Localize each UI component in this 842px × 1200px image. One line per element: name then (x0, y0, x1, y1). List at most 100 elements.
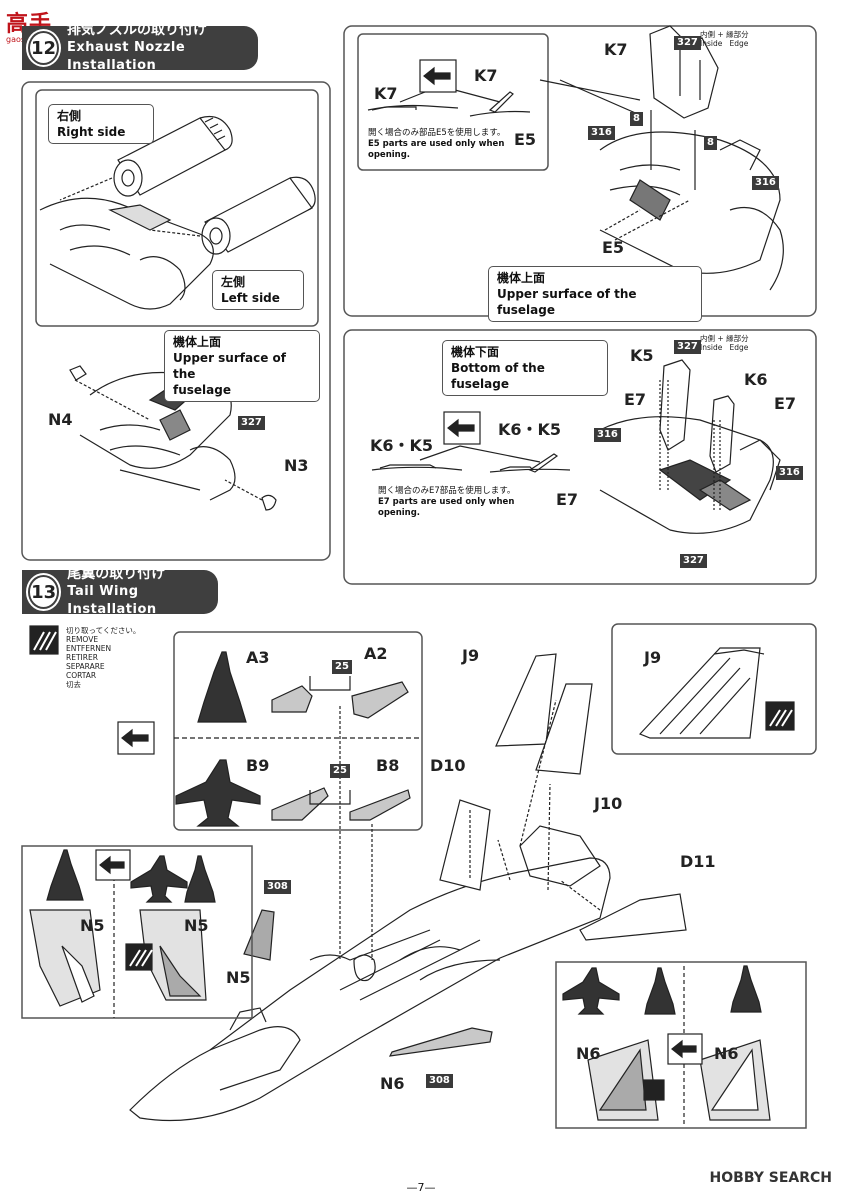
step12-title-jp: 排気ノズルの取り付け (66, 22, 207, 38)
inside-en-bottom: Inside (700, 343, 723, 352)
main-aircraft-drawing (129, 653, 687, 1122)
edge-jp-bottom: 縁部分 (726, 334, 749, 343)
left-nozzle-drawing (201, 176, 316, 255)
hobby-search-watermark: HOBBY SEARCH (709, 1170, 832, 1186)
part-a3-label: A3 (246, 648, 270, 667)
edge-en-top: Edge (729, 39, 749, 48)
e5-note-en-2: opening. (368, 150, 411, 160)
aircraft-silhouettes-step13 (175, 651, 261, 827)
upper-fuselage-callout-top: 機体上面 Upper surface of the fuselage (488, 266, 702, 322)
paint-316-bottom-right: 316 (776, 466, 803, 480)
k5-label: K5 (630, 346, 654, 365)
paint-25-tag-a: 25 (332, 660, 352, 674)
tailplane-parts-drawing (271, 676, 411, 821)
k7-label-closed: K7 (374, 84, 398, 103)
part-d10-label: D10 (430, 756, 466, 775)
inside-jp-top: 内側 (700, 30, 715, 39)
fuselage-rear-upper-drawing (39, 197, 214, 310)
screw-8-tag-a: 8 (630, 112, 643, 126)
cut-symbol-icon (29, 625, 59, 655)
k6k5-label-open: K6・K5 (498, 420, 562, 439)
e7-label-right: E7 (774, 394, 797, 413)
bottom-fuselage-en: Bottom of the fuselage (451, 361, 545, 391)
e7-note-en-1: E7 parts are used only when (378, 497, 515, 507)
open-close-symbol-5 (667, 1033, 703, 1065)
upper-fuselage-callout-12: 機体上面 Upper surface of the fuselage (164, 330, 320, 402)
edge-en-bottom: Edge (729, 343, 749, 352)
k7-exhaust-flaps-drawing (539, 25, 784, 291)
edge-jp-top: 縁部分 (726, 30, 749, 39)
left-side-callout: 左側 Left side (212, 270, 304, 310)
step13-header: 13 尾翼の取り付け Tail Wing Installation (22, 566, 218, 617)
left-side-en: Left side (221, 291, 280, 305)
open-close-symbol-2 (443, 411, 481, 445)
inside-en-top: Inside (700, 39, 723, 48)
paint-327-top-tag: 327 (674, 36, 701, 50)
upper-fuselage-en-1: Upper surface of the (173, 351, 286, 381)
k6-label: K6 (744, 370, 768, 389)
part-n4-label: N4 (48, 410, 73, 429)
screw-8-tag-b: 8 (704, 136, 717, 150)
step13-title-jp: 尾翼の取り付け (67, 566, 166, 582)
n5-detail-drawing (29, 849, 216, 1007)
step12-number: 12 (28, 31, 59, 65)
part-n5-left-label: N5 (80, 916, 105, 935)
upper-fuselage-en-2: fuselage (173, 383, 231, 397)
e7-label-left: E7 (624, 390, 647, 409)
cut-symbol-n5 (125, 943, 153, 971)
paint-308-tag-a: 308 (264, 880, 291, 894)
cut-lang-es: CORTAR (66, 671, 97, 680)
plus-bottom: + (717, 334, 724, 343)
paint-316-bottom-left: 316 (594, 428, 621, 442)
k5k6-bottom-flaps-drawing (599, 359, 781, 534)
e5-note: 開く場合のみ部品E5を使用します。 E5 parts are used only… (368, 128, 518, 161)
paint-327-tag: 327 (238, 416, 265, 430)
j9-detail-drawing (638, 647, 795, 739)
step13-title-en: Tail Wing Installation (67, 584, 157, 617)
k7-label-open: K7 (474, 66, 498, 85)
inside-edge-legend-top: 内側 + 縁部分 Inside Edge (700, 30, 749, 48)
n6-detail-drawing (562, 965, 771, 1121)
e7-note-en-2: opening. (378, 508, 421, 518)
right-nozzle-drawing (113, 115, 233, 197)
e7-note: 開く場合のみE7部品を使用します。 E7 parts are used only… (378, 486, 528, 519)
paint-327-bottom-tag-top: 327 (674, 340, 701, 354)
paint-327-bottom-tag-bottom: 327 (680, 554, 707, 568)
part-j9-detail-label: J9 (644, 648, 662, 667)
right-side-jp: 右側 (57, 109, 82, 123)
step13-number: 13 (28, 575, 60, 609)
cut-lang-de: ENTFERNEN (66, 644, 112, 653)
e5-note-jp: 開く場合のみ部品E5を使用します。 (368, 128, 506, 138)
e5-label-main: E5 (602, 238, 625, 257)
cut-lang-cn: 切去 (66, 680, 81, 689)
part-b8-label: B8 (376, 756, 400, 775)
open-close-symbol-1 (419, 59, 457, 93)
inside-edge-legend-bottom: 内側 + 縁部分 Inside Edge (700, 334, 749, 352)
part-b9-label: B9 (246, 756, 270, 775)
part-a2-label: A2 (364, 644, 388, 663)
upper-fuselage-top-en: Upper surface of the fuselage (497, 287, 637, 317)
right-side-en: Right side (57, 125, 126, 139)
right-side-callout: 右側 Right side (48, 104, 154, 144)
e5-label-open: E5 (514, 130, 537, 149)
paint-308-tag-b: 308 (426, 1074, 453, 1088)
k6k5-closed-open-diagram (371, 445, 571, 473)
part-n6-right-label: N6 (714, 1044, 739, 1063)
part-n5-main-label: N5 (226, 968, 251, 987)
part-j10-label: J10 (594, 794, 623, 813)
paint-316-tag-b: 316 (752, 176, 779, 190)
bottom-fuselage-callout: 機体下面 Bottom of the fuselage (442, 340, 608, 396)
part-n5-right-label: N5 (184, 916, 209, 935)
e7-note-jp: 開く場合のみE7部品を使用します。 (378, 486, 516, 496)
step12-title-en: Exhaust Nozzle Installation (66, 40, 186, 73)
open-close-symbol-4 (95, 849, 131, 881)
page-number: —7— (406, 1181, 436, 1194)
part-n6-left-label: N6 (576, 1044, 601, 1063)
part-n6-main-label: N6 (380, 1074, 405, 1093)
bottom-fuselage-jp: 機体下面 (451, 345, 500, 359)
cut-lang-fr: RETIRER (66, 653, 98, 662)
part-n3-label: N3 (284, 456, 309, 475)
part-d11-label: D11 (680, 852, 716, 871)
paint-25-tag-b: 25 (330, 764, 350, 778)
